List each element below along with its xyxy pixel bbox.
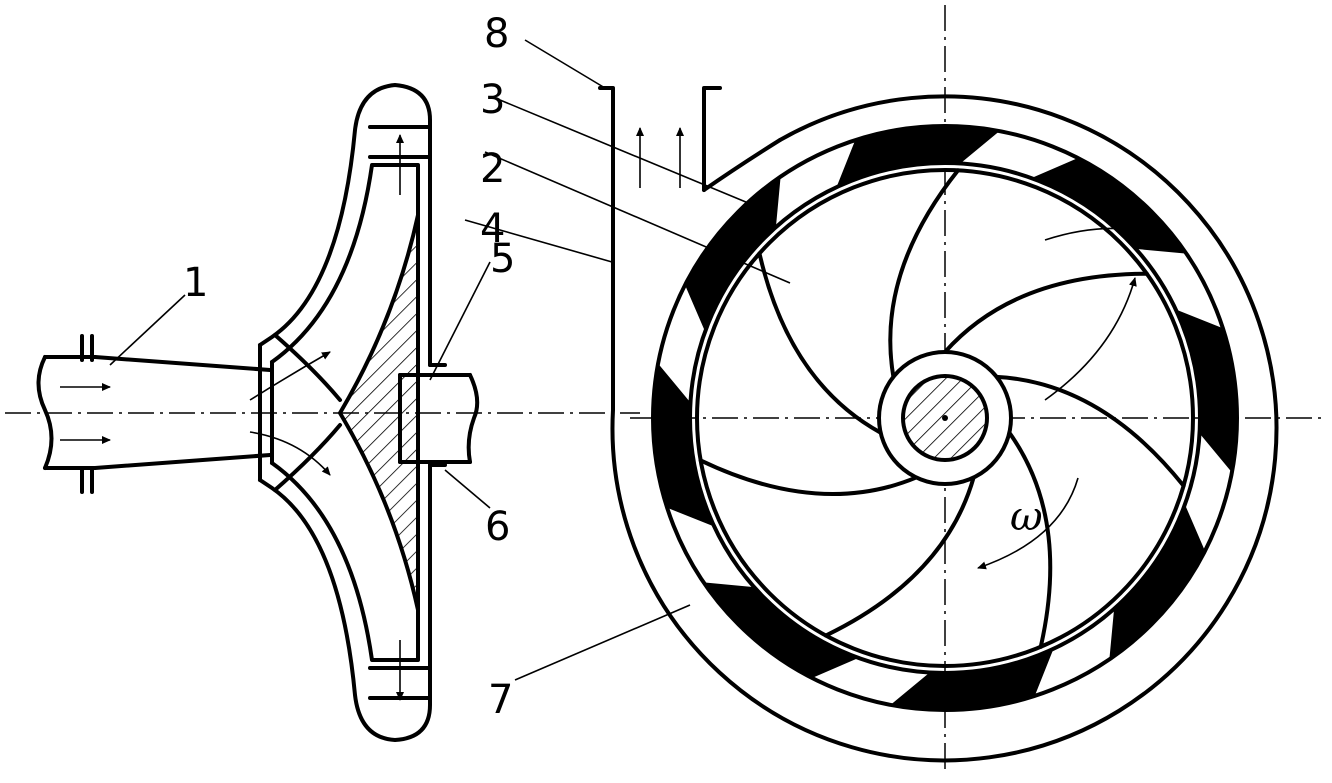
diffuser-vane [704, 582, 858, 678]
impeller [695, 168, 1195, 668]
impeller-blades [698, 168, 1186, 649]
label-7-volute: 7 [488, 677, 513, 723]
diffuser-vane [654, 364, 713, 526]
label-5-shaft: 5 [490, 236, 515, 282]
shaft-section [398, 363, 480, 467]
diffuser-vane [891, 650, 1053, 709]
diffuser-vanes [654, 127, 1236, 709]
diffuser-vane [1109, 505, 1205, 659]
impeller-blade [943, 271, 1149, 354]
impeller-blade [823, 475, 976, 638]
volute-casing [598, 86, 1279, 763]
label-8-discharge: 8 [484, 11, 509, 57]
impeller-hub-section [337, 214, 420, 611]
inlet-pipe [36, 334, 272, 494]
diffuser-ring [651, 124, 1239, 712]
casing-section [258, 83, 432, 742]
front-view [598, 86, 1279, 763]
impeller-blade [757, 251, 883, 435]
flow-paths [249, 333, 342, 492]
leader-lines [109, 39, 791, 681]
diffuser-vane [685, 177, 781, 331]
impeller-blade [888, 168, 960, 379]
callout-labels: 1 2 3 4 5 6 7 8 ω [183, 11, 1043, 723]
diffuser-vane [1032, 158, 1186, 254]
diffuser-vane [1177, 310, 1236, 472]
impeller-blade [698, 458, 919, 496]
label-3-diffuser: 3 [480, 77, 505, 123]
impeller-blade [994, 374, 1186, 488]
section-view [36, 83, 480, 742]
diffuser-vane [837, 127, 999, 186]
flow-arrows [977, 226, 1149, 570]
label-6: 6 [485, 504, 510, 550]
label-1-inlet: 1 [183, 260, 208, 306]
label-2-impeller: 2 [480, 146, 505, 192]
rotation-omega-label: ω [1010, 494, 1043, 540]
label-4: 4 [480, 206, 505, 252]
